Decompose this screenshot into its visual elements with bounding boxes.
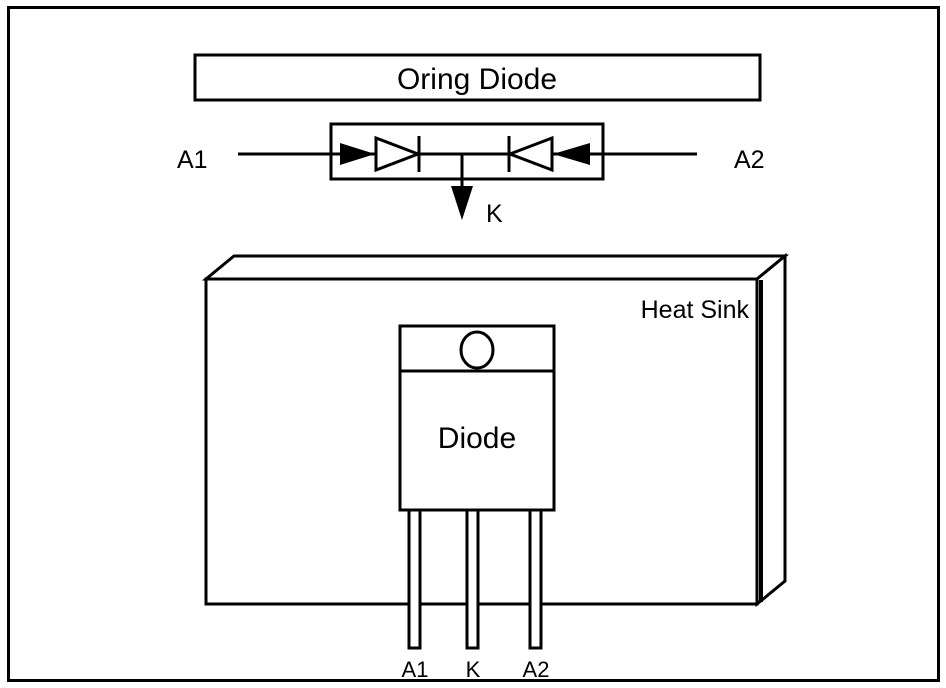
left-input-arrow bbox=[340, 143, 375, 165]
schematic-box bbox=[329, 122, 605, 181]
title-box-border bbox=[193, 53, 762, 102]
package-lead-a1 bbox=[407, 508, 422, 650]
heat-sink-top-face bbox=[201, 254, 790, 281]
outer-frame bbox=[7, 6, 940, 682]
package-lead-a2 bbox=[528, 508, 543, 650]
right-input-arrow bbox=[553, 143, 590, 165]
schematic-label-k: K bbox=[486, 200, 503, 228]
package-lead-k bbox=[465, 508, 480, 650]
pin-label-k: K bbox=[466, 657, 481, 682]
package-label: Diode bbox=[438, 422, 516, 455]
diode-package: Diode A1 K A2 bbox=[398, 324, 556, 682]
pin-label-a2: A2 bbox=[523, 657, 550, 682]
output-arrow bbox=[451, 186, 473, 220]
pin-label-a1: A1 bbox=[402, 657, 429, 682]
oring-schematic: A1 A2 K bbox=[177, 122, 765, 228]
title-label: Oring Diode bbox=[397, 63, 557, 96]
right-diode-symbol bbox=[505, 135, 554, 173]
left-diode-symbol bbox=[374, 135, 423, 173]
package-body bbox=[398, 369, 556, 512]
package-mounting-hole bbox=[459, 330, 495, 370]
schematic-label-a2: A2 bbox=[734, 146, 765, 174]
title-box: Oring Diode bbox=[193, 53, 762, 102]
heat-sink-label: Heat Sink bbox=[641, 296, 750, 324]
schematic-label-a1: A1 bbox=[177, 146, 208, 174]
